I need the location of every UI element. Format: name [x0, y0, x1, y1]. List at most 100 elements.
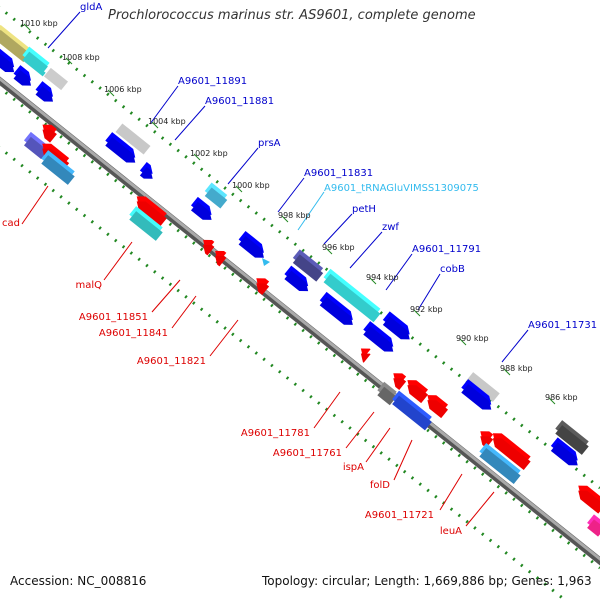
gene-label-reverse: cad [2, 218, 20, 229]
gene-A9601-11721-block-face [492, 438, 531, 471]
gene-label-forward: zwf [382, 222, 399, 233]
gene-label-forward: cobB [440, 264, 465, 275]
dot-line-3 [0, 146, 568, 600]
gene-reverse-small-2-face [360, 353, 371, 363]
gene-forward-1 [0, 48, 15, 73]
leader-reverse [103, 241, 133, 281]
gene-cobB-block-face [382, 316, 410, 340]
gene-label-reverse: malQ [75, 280, 102, 291]
gene-pink-edge-face [587, 519, 600, 537]
leader-forward [149, 85, 179, 125]
gene-A9601-11841-block [215, 250, 227, 267]
gene-blue-cyan-block [41, 150, 75, 185]
gene-grey-block-1 [43, 62, 69, 91]
gene-label-reverse: A9601_11841 [99, 328, 168, 339]
gene-label-forward: petH [352, 204, 376, 215]
gene-A9601-11821-block [256, 278, 270, 296]
gene-ispA-block-face [407, 385, 429, 404]
gene-petH-zwf-block-face [323, 273, 381, 323]
gene-label-trna: A9601_tRNAGluVIMSS1309075 [324, 183, 479, 194]
gene-leuA-block-face [479, 447, 521, 485]
backbone-highlight [0, 77, 600, 561]
gene-reverse-small-3-face [480, 436, 494, 449]
kbp-tick [413, 309, 421, 317]
gene-label-forward: gldA [80, 2, 102, 13]
gene-malQ-red-face [136, 201, 167, 227]
kbp-tick [235, 185, 243, 193]
gene-cad-purple-face [23, 136, 49, 160]
genome-backbone [0, 76, 600, 566]
gene-cyan-block-1 [22, 46, 50, 77]
length-text: Length: 1,669,886 bp [366, 574, 503, 588]
kbp-label: 1002 kbp [190, 149, 228, 158]
gene-label-reverse: A9601_11761 [273, 448, 342, 459]
gene-forward-2-face [13, 70, 32, 86]
gene-label-reverse: ispA [343, 462, 364, 473]
gene-label-forward: A9601_11891 [178, 76, 247, 87]
kbp-tick [107, 89, 115, 97]
gene-folD-block [427, 395, 449, 419]
gene-malQ-red [136, 196, 167, 227]
gene-reverse-small-1 [42, 124, 57, 143]
leader-reverse [171, 295, 197, 329]
gene-A9601-11841-block-face [215, 255, 227, 267]
kbp-tick [548, 397, 556, 405]
gene-dark-block-2 [555, 420, 589, 455]
gene-A9601-11781-block-face [393, 378, 407, 391]
gene-malQ-cyan-face [129, 211, 163, 241]
leader-reverse [393, 439, 413, 481]
kbp-label: 1006 kbp [104, 85, 142, 94]
kbp-label: 994 kbp [366, 273, 399, 282]
kbp-label: 992 kbp [410, 305, 443, 314]
gene-A9601-11731-block [461, 379, 492, 410]
gene-dark-block-face [292, 254, 324, 282]
gene-A9601-11881-block [105, 132, 136, 163]
leader-reverse [465, 491, 495, 527]
gene-grey-block-2 [466, 367, 500, 402]
kbp-label: 990 kbp [456, 334, 489, 343]
gene-forward-7 [363, 321, 394, 352]
leader-trna [297, 191, 325, 231]
gene-forward-2 [13, 65, 32, 86]
kbp-tick [193, 153, 201, 161]
gene-leuA-block [479, 442, 521, 485]
label-leader-lines [21, 11, 529, 527]
gene-dark-block [292, 249, 324, 282]
map-title: Prochlorococcus marinus str. AS9601, com… [108, 8, 476, 23]
gene-folD-block-face [427, 400, 449, 419]
gene-A9601-11851-block-face [203, 244, 215, 256]
leader-forward [277, 177, 305, 213]
gene-gldA-block-face [0, 29, 31, 63]
leader-forward [501, 329, 529, 363]
gene-forward-1-face [0, 53, 15, 73]
kbp-label: 998 kbp [278, 211, 311, 220]
leader-forward [417, 273, 441, 311]
gene-forward-4-face [190, 201, 212, 220]
gene-A9601-11831-block [238, 230, 264, 258]
gene-grey-block-1-face [43, 67, 69, 91]
gene-A9601-11881-block-face [105, 137, 136, 163]
leader-reverse [313, 391, 341, 429]
gene-reverse-small-3 [480, 431, 494, 449]
gene-label-reverse: A9601_11721 [365, 510, 434, 521]
leader-forward [47, 11, 81, 49]
gene-forward-5 [284, 265, 309, 292]
gene-label-forward: prsA [258, 138, 281, 149]
gene-small-forward [139, 161, 153, 179]
gene-ispA-block [407, 380, 429, 404]
gene-forward-6-face [319, 296, 353, 325]
accession-text: Accession: NC_008816 [10, 574, 147, 588]
leader-reverse [365, 427, 391, 463]
dot-line-2 [0, 86, 600, 570]
gene-forward-9 [392, 390, 432, 431]
kbp-tick [23, 23, 31, 31]
gene-forward-6 [319, 291, 353, 325]
kbp-label: 986 kbp [545, 393, 578, 402]
gene-reverse-edge [578, 485, 600, 514]
gene-dark-block-2-face [555, 425, 589, 455]
gene-label-reverse: A9601_11851 [79, 312, 148, 323]
gene-petH-zwf-block [323, 268, 381, 323]
